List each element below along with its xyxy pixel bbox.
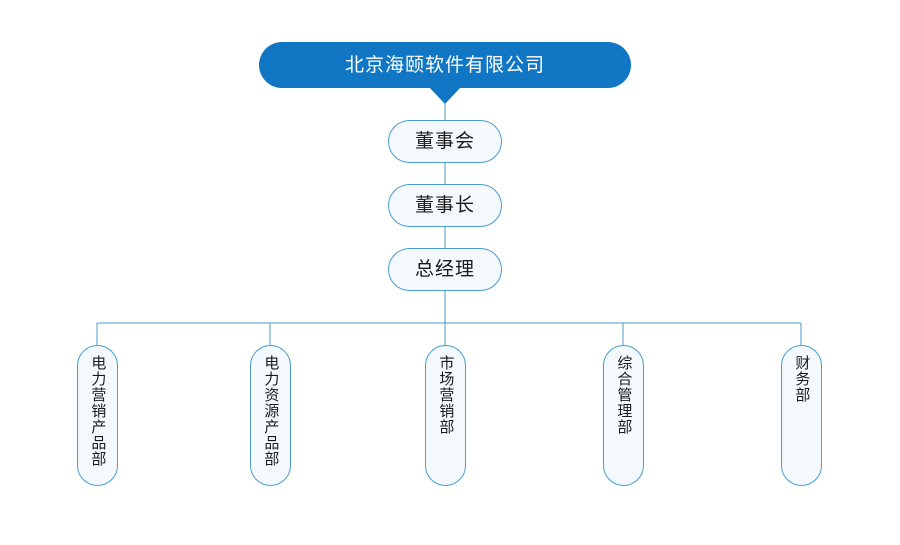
node-department[interactable]: 财务部: [781, 345, 822, 486]
node-label: 综合管理部: [615, 355, 634, 435]
company-banner[interactable]: 北京海颐软件有限公司: [259, 42, 631, 88]
node-label: 董事会: [414, 130, 475, 152]
node-label: 董事长: [414, 194, 475, 216]
node-department[interactable]: 综合管理部: [603, 345, 644, 486]
node-label: 财务部: [793, 355, 812, 403]
node-department[interactable]: 电力营销产品部: [77, 345, 118, 486]
node-department[interactable]: 电力资源产品部: [250, 345, 291, 486]
node-label: 总经理: [414, 258, 475, 280]
company-name-label: 北京海颐软件有限公司: [344, 53, 545, 76]
node-department[interactable]: 市场营销部: [425, 345, 466, 486]
company-banner-tail: [429, 87, 461, 104]
node-label: 市场营销部: [437, 355, 456, 435]
node-label: 电力营销产品部: [89, 355, 108, 467]
node-board-of-directors[interactable]: 董事会: [388, 120, 502, 163]
node-chairman[interactable]: 董事长: [388, 184, 502, 227]
node-label: 电力资源产品部: [262, 355, 281, 467]
node-general-manager[interactable]: 总经理: [388, 248, 502, 291]
